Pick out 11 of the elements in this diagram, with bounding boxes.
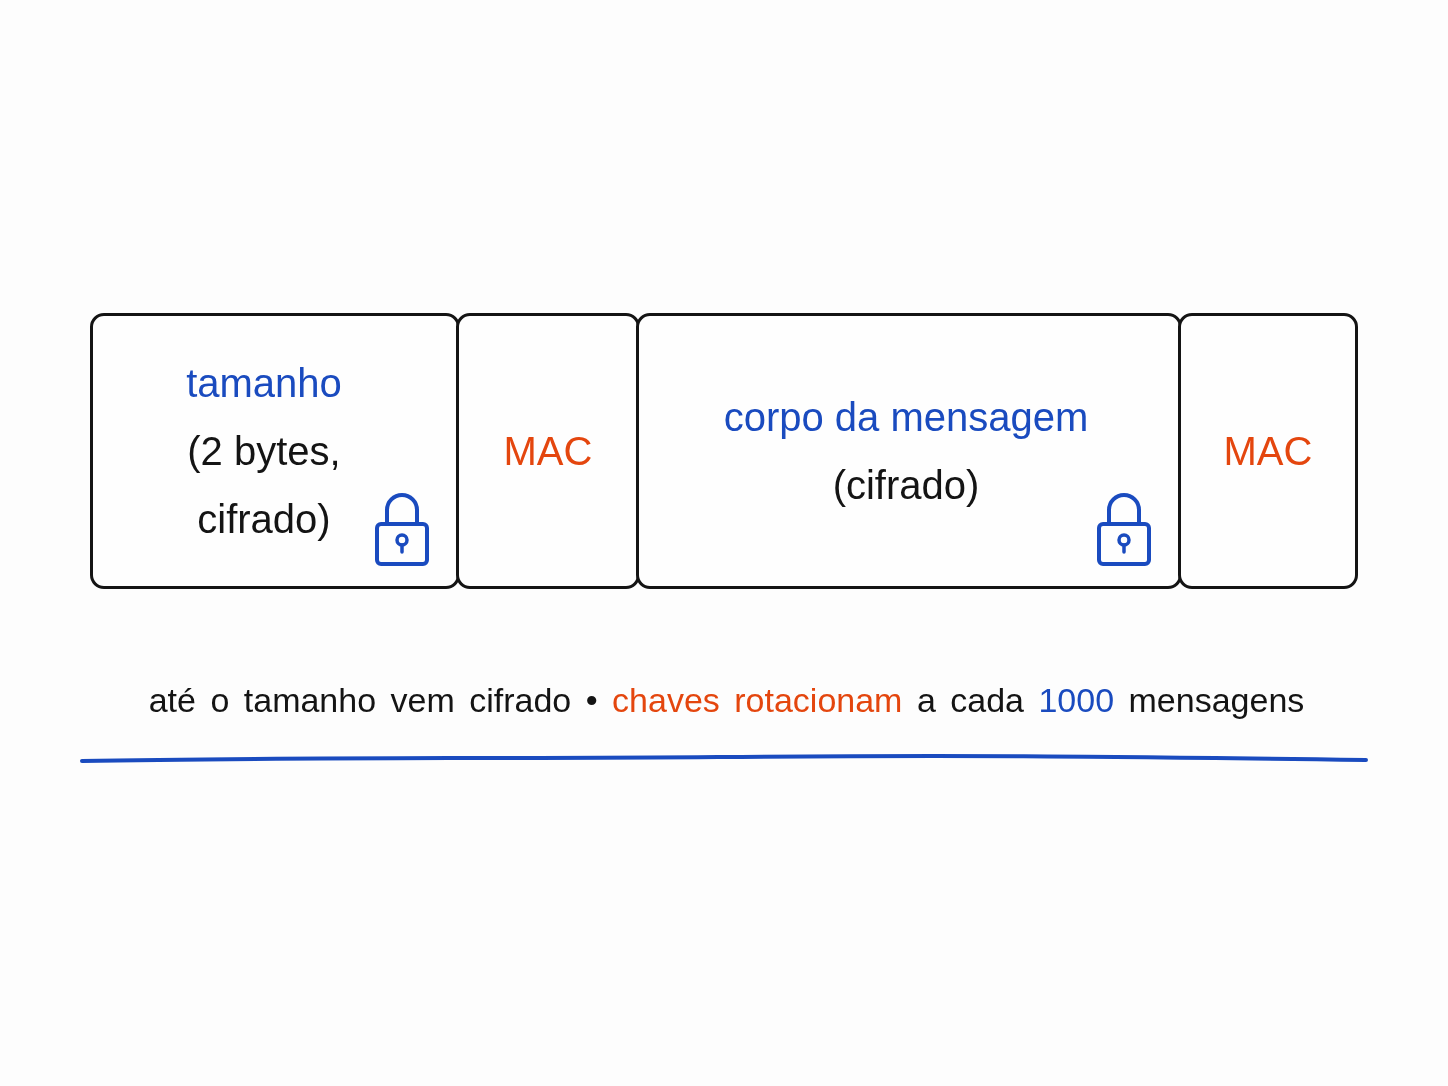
field-note: (2 bytes, cifrado)	[186, 428, 342, 543]
field-title: tamanho	[186, 360, 342, 407]
field-box	[90, 313, 460, 589]
field-note: (cifrado)	[832, 462, 980, 509]
field-title: MAC	[1223, 428, 1313, 475]
field-box	[636, 313, 1182, 589]
caption-text: até o tamanho vem cifrado • chaves rotacionam a cada 1000 mensagens	[147, 680, 1306, 721]
field-box	[1178, 313, 1358, 589]
field-title: MAC	[503, 428, 593, 475]
field-title: corpo da mensagem	[723, 394, 1089, 441]
field-box	[456, 313, 640, 589]
